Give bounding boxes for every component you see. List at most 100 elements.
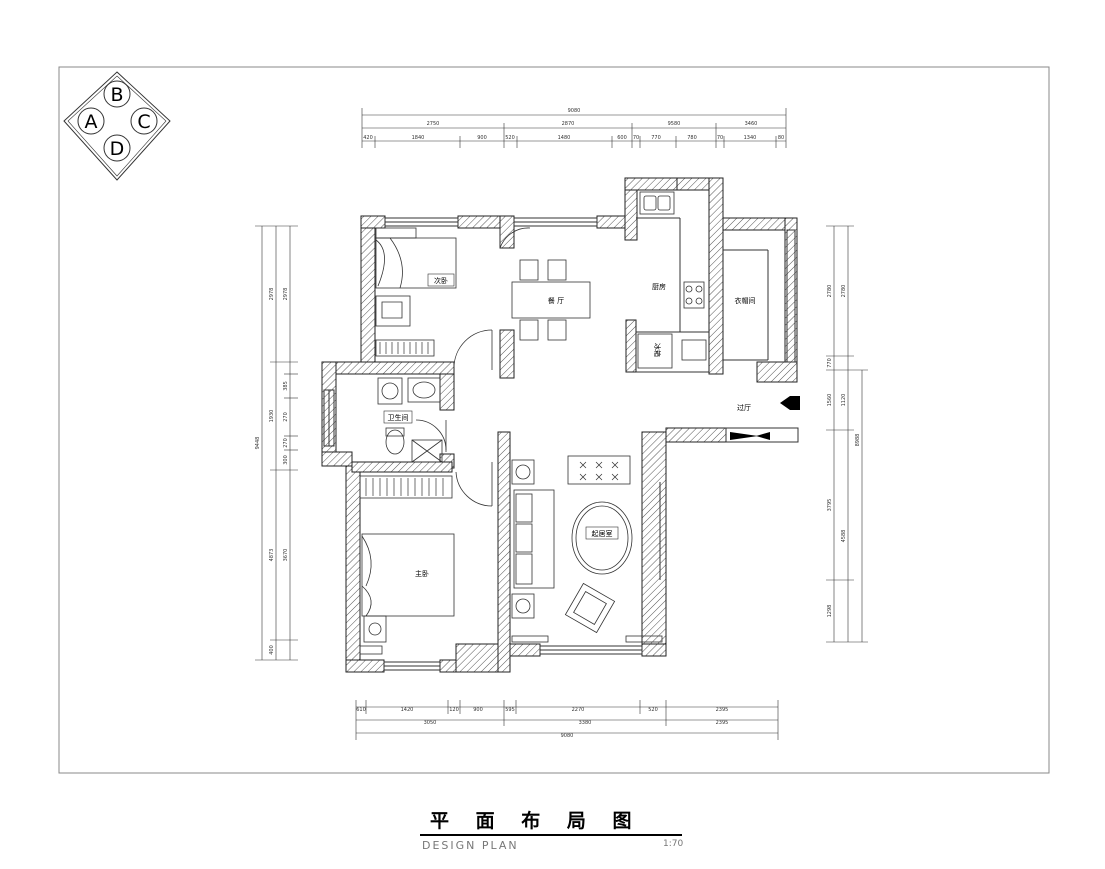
dim-right-mid: 2780 (841, 285, 847, 298)
dim-left-detail: 270 (283, 438, 289, 448)
title-underline (420, 834, 682, 836)
door-swings (415, 227, 531, 507)
dimension-labels: 9080 2750 2870 9580 3460 420 1840 900 52… (356, 108, 784, 739)
label-fridge: 冰箱 (653, 343, 662, 357)
dim-right-inner: 2780 (827, 285, 833, 298)
label-cloakroom: 衣帽间 (735, 296, 756, 305)
dim-bottom-detail: 120 (449, 707, 459, 713)
orientation-a-label: A (85, 111, 98, 133)
kitchen-stove (683, 281, 705, 309)
thin-walls (323, 217, 799, 671)
orientation-c-label: C (137, 111, 150, 133)
kitchen-sink (639, 191, 675, 215)
dim-left-inner: 4873 (269, 549, 275, 562)
dim-top-detail: 1840 (412, 135, 425, 141)
dim-top-mid: 9580 (668, 121, 681, 127)
orientation-b-label: B (110, 84, 123, 106)
shower-area (411, 439, 443, 463)
dim-right-inner: 1560 (827, 394, 833, 407)
dim-left-detail: 2978 (283, 288, 289, 301)
title-block: 平 面 布 局 图 DESIGN PLAN 1:70 (420, 806, 690, 856)
dim-left-total: 9448 (255, 437, 261, 450)
dim-right-mid: 4588 (841, 530, 847, 543)
dim-bottom-detail: 900 (473, 707, 483, 713)
furniture (359, 191, 707, 655)
fridge (637, 333, 673, 369)
bathroom-basin (407, 377, 441, 403)
dim-right-inner: 770 (827, 358, 833, 368)
tv-cabinet (567, 455, 631, 485)
dim-right-inner: 1120 (841, 394, 847, 407)
dim-left-inner: 1930 (269, 410, 275, 423)
dim-bottom-mid: 3380 (579, 720, 592, 726)
sheet-title: 平 面 布 局 图 (430, 810, 642, 832)
dim-bottom-detail: 595 (505, 707, 515, 713)
dim-top-detail: 80 (778, 135, 784, 141)
dim-top-detail: 600 (617, 135, 627, 141)
label-dining: 餐 厅 (548, 296, 564, 305)
dim-left-inner: 400 (269, 645, 275, 655)
dim-top-detail: 1480 (558, 135, 571, 141)
dim-bottom-detail: 1420 (401, 707, 414, 713)
dimension-labels-vertical: 9448 2978 1930 4873 400 2978 385 270 270… (255, 285, 861, 655)
dim-bottom-mid: 2395 (716, 720, 729, 726)
dim-bottom-detail: 610 (356, 707, 366, 713)
dim-right-inner: 1298 (827, 605, 833, 618)
dim-bottom-total: 9080 (561, 733, 574, 739)
label-second-bedroom: 次卧 (434, 276, 448, 285)
dim-top-detail: 900 (477, 135, 487, 141)
label-hall: 过厅 (737, 403, 751, 412)
orientation-d-circle (103, 134, 131, 162)
dimension-lines (255, 108, 868, 740)
sheet-subtitle: DESIGN PLAN (422, 839, 519, 852)
label-kitchen: 厨房 (652, 282, 666, 291)
master-wardrobe (359, 475, 453, 499)
dim-bottom-detail: 2270 (572, 707, 585, 713)
orientation-d-label: D (110, 138, 125, 160)
toilet (385, 429, 405, 455)
entrance-markers (730, 396, 800, 440)
dim-bottom-detail: 2395 (716, 707, 729, 713)
dim-right-inner: 3795 (827, 499, 833, 512)
hanger-pattern (365, 342, 619, 496)
dim-top-mid: 2750 (427, 121, 440, 127)
dim-top-total: 9080 (568, 108, 581, 114)
coffee-table (571, 501, 633, 575)
dim-left-detail: 3670 (283, 549, 289, 562)
dim-top-detail: 780 (687, 135, 697, 141)
dim-top-mid: 3460 (745, 121, 758, 127)
dim-bottom-mid: 3050 (424, 720, 437, 726)
master-bed (361, 533, 455, 617)
dim-left-detail: 385 (283, 381, 289, 391)
dim-right-total: 8988 (855, 434, 861, 447)
dim-left-detail: 300 (283, 455, 289, 465)
sheet-scale: 1:70 (663, 839, 684, 849)
orientation-c-circle (130, 107, 158, 135)
washing-machine (377, 377, 403, 405)
second-bedroom-wardrobe (375, 339, 435, 357)
dim-left-detail: 270 (283, 412, 289, 422)
dim-top-detail: 1340 (744, 135, 757, 141)
sofa (513, 489, 555, 589)
dim-top-detail: 420 (363, 135, 373, 141)
label-master-bedroom: 主卧 (415, 569, 429, 578)
dim-top-mid: 2870 (562, 121, 575, 127)
label-living-room: 起居室 (592, 529, 613, 538)
armchair (564, 582, 616, 634)
orientation-b-circle (103, 80, 131, 108)
room-labels: 次卧 餐 厅 厨房 衣帽间 冰箱 卫生间 过厅 起居室 主卧 (383, 273, 756, 578)
exterior-walls (321, 177, 798, 673)
sheet-frame (58, 66, 1050, 774)
dim-top-detail: 770 (651, 135, 661, 141)
orientation-a-circle (77, 107, 105, 135)
dining-table (511, 281, 591, 319)
dim-top-detail: 70 (633, 135, 639, 141)
dim-left-inner: 2978 (269, 288, 275, 301)
orientation-key: B A C D (63, 71, 171, 181)
dim-bottom-detail: 520 (648, 707, 658, 713)
entry-arrow-icon (790, 396, 800, 410)
dim-top-detail: 70 (717, 135, 723, 141)
dim-top-detail: 520 (505, 135, 515, 141)
label-bathroom: 卫生间 (388, 413, 409, 422)
